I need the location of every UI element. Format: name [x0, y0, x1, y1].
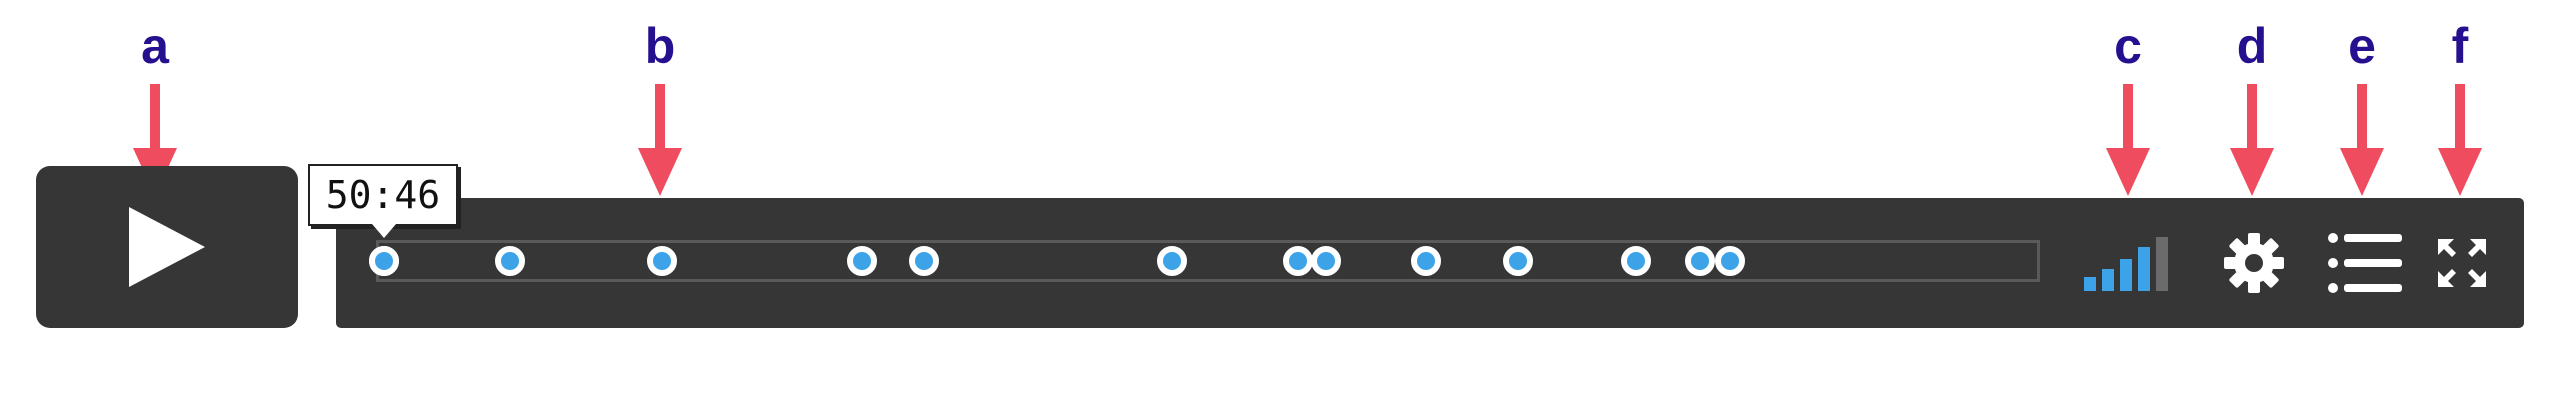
arrow-down-icon	[2230, 84, 2274, 196]
list-icon	[2328, 233, 2402, 293]
chapter-marker[interactable]	[1283, 246, 1313, 276]
tooltip-pointer	[372, 224, 396, 238]
time-tooltip: 50:46	[308, 164, 458, 226]
arrow-down-icon	[2340, 84, 2384, 196]
callout-letter-f: f	[2451, 18, 2469, 74]
callout-letter-e: e	[2348, 18, 2376, 74]
fullscreen-button[interactable]	[2436, 230, 2488, 296]
settings-button[interactable]	[2222, 230, 2286, 296]
callout-letter-c: c	[2114, 18, 2142, 74]
gear-icon	[2224, 233, 2284, 293]
chapter-marker[interactable]	[647, 246, 677, 276]
chapter-marker[interactable]	[1157, 246, 1187, 276]
callout-b: b	[620, 14, 700, 196]
callout-letter-d: d	[2236, 18, 2268, 74]
chapter-marker[interactable]	[847, 246, 877, 276]
chapter-marker[interactable]	[1503, 246, 1533, 276]
play-icon	[129, 207, 205, 287]
chapter-marker[interactable]	[495, 246, 525, 276]
fullscreen-icon	[2438, 239, 2486, 287]
play-button[interactable]	[36, 166, 298, 328]
chapters-list-button[interactable]	[2328, 230, 2404, 296]
arrow-down-icon	[638, 84, 682, 196]
callout-d: d	[2212, 14, 2292, 196]
chapter-marker[interactable]	[369, 246, 399, 276]
chapter-marker[interactable]	[1685, 246, 1715, 276]
chapter-marker[interactable]	[1311, 246, 1341, 276]
callout-letter-a: a	[141, 18, 169, 74]
chapter-marker[interactable]	[909, 246, 939, 276]
callout-f: f	[2420, 14, 2500, 196]
chapter-marker[interactable]	[1411, 246, 1441, 276]
chapter-marker[interactable]	[1715, 246, 1745, 276]
timeline-track[interactable]	[376, 240, 2040, 282]
quality-button[interactable]	[2080, 230, 2180, 296]
signal-strength-icon	[2084, 237, 2168, 291]
arrow-down-icon	[2438, 84, 2482, 196]
control-bar	[336, 198, 2524, 328]
callout-e: e	[2322, 14, 2402, 196]
chapter-marker[interactable]	[1621, 246, 1651, 276]
callout-letter-b: b	[644, 18, 676, 74]
callout-c: c	[2088, 14, 2168, 196]
arrow-down-icon	[2106, 84, 2150, 196]
